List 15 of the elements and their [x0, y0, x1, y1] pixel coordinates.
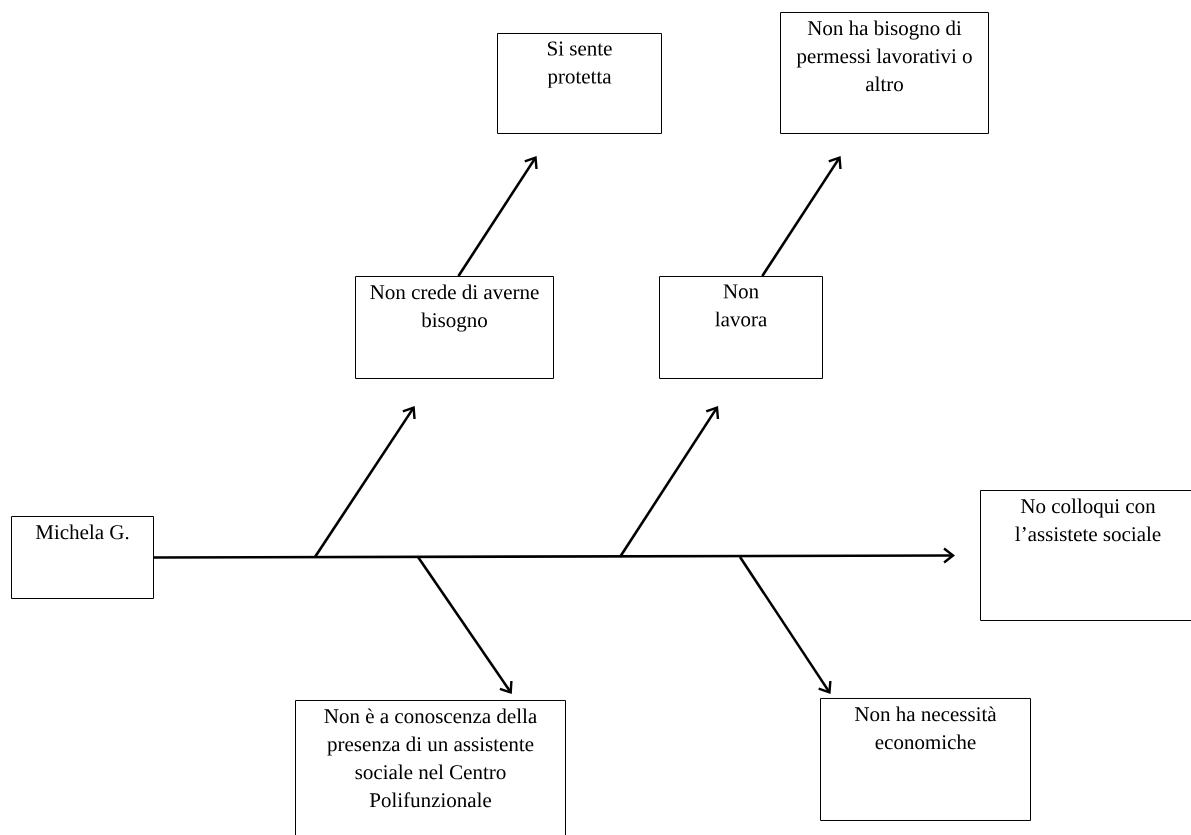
- text-box: Non crede di averne bisogno: [355, 276, 554, 379]
- text-box: No colloqui con l’assistete sociale: [980, 490, 1191, 621]
- text-box: Michela G.: [11, 516, 154, 599]
- text-box: Non ha bisogno di permessi lavorativi o altro: [780, 12, 989, 134]
- arrow: [154, 547, 955, 564]
- arrow: [738, 556, 832, 694]
- arrow: [416, 556, 513, 694]
- arrow: [618, 406, 720, 558]
- arrow: [457, 156, 538, 277]
- text-box: Non è a conoscenza della presenza di un assistente sociale nel Centro Polifunzionale: [295, 700, 566, 835]
- text-box: Non ha necessità economiche: [820, 698, 1031, 821]
- text-box: Non lavora: [659, 276, 823, 379]
- text-box: Si sente protetta: [497, 33, 662, 134]
- arrow: [761, 156, 842, 277]
- arrow: [313, 406, 416, 558]
